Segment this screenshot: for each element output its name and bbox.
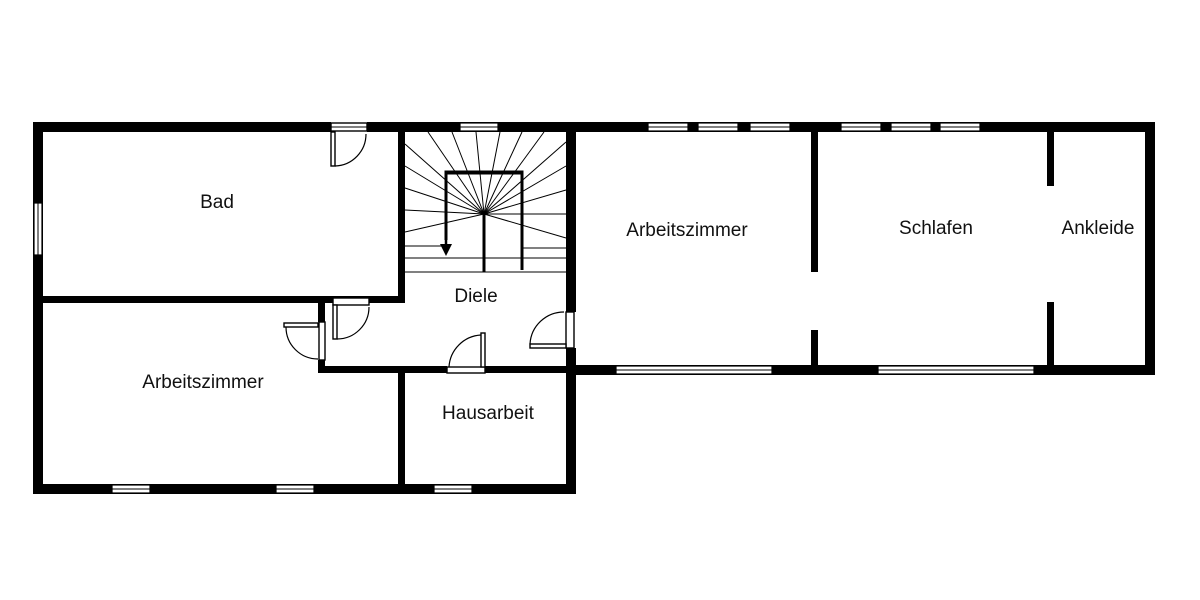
door-arbeitszimmer-ost [529,311,576,349]
doors [283,122,576,374]
door-bad [330,122,368,167]
wall-bad-stair [398,122,405,303]
wall-right [1145,122,1155,375]
window-arbeit-ost-bottom [615,365,773,375]
window-bad-left [33,202,43,256]
wall-schlafen-ankleide-upper [1047,122,1054,186]
window-arbeit-west-bottom-2 [275,484,315,494]
staircase [404,131,567,273]
wall-arbeit-schlafen-lower [811,330,818,375]
door-arbeitszimmer-west [283,321,326,361]
label-diele: Diele [454,286,497,307]
wall-stair-right [566,122,576,373]
window-schlafen-top-1 [840,122,882,132]
label-arbeitszimmer-ost: Arbeitszimmer [626,220,748,241]
window-schlafen-top-3 [939,122,981,132]
window-stair-top [459,122,499,132]
label-bad: Bad [200,192,234,213]
wall-bad-bottom [33,296,403,303]
wall-left [33,122,43,494]
label-schlafen: Schlafen [899,218,973,239]
window-arbeit-ost-top-2 [697,122,739,132]
label-arbeitszimmer-west: Arbeitszimmer [142,372,264,393]
window-schlafen-bottom [877,365,1035,375]
wall-top [33,122,1155,132]
window-arbeit-west-bottom-1 [111,484,151,494]
stair-direction-arrow-icon [440,172,452,256]
door-hausarbeit [446,332,486,374]
wall-schlafen-ankleide-lower [1047,302,1054,375]
room-labels: Bad Arbeitszimmer Diele Hausarbeit Arbei… [142,192,1134,424]
wall-hausarbeit-left [398,366,405,494]
wall-right-west [566,365,576,494]
label-ankleide: Ankleide [1062,218,1135,239]
outer-walls [33,122,1155,494]
wall-arbeit-schlafen-upper [811,122,818,272]
interior-walls [33,122,1054,494]
door-diele-top [332,297,370,340]
window-arbeit-ost-top-3 [749,122,791,132]
label-hausarbeit: Hausarbeit [442,403,535,424]
window-schlafen-top-2 [890,122,932,132]
wall-bottom-east [566,365,1155,375]
window-hausarbeit-bottom [433,484,473,494]
windows [33,122,1035,494]
window-arbeit-ost-top-1 [647,122,689,132]
